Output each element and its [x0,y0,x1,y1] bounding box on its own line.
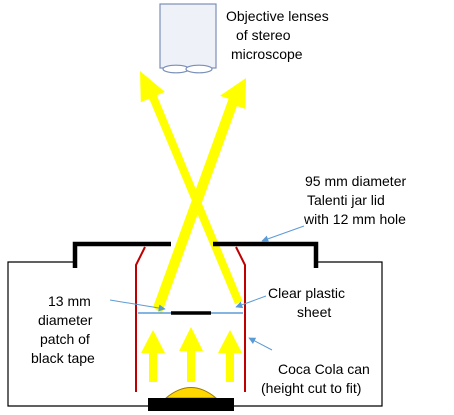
jar-lid-left [72,241,171,268]
ray-left-to-right-arrow [153,78,246,314]
can-right-wall [235,246,246,392]
can-pointer [248,337,273,351]
light-source-base [148,398,234,411]
jar-lid-right [213,241,319,268]
tape-label: 13 mm diameter patch of black tape [31,293,96,366]
right-lens [185,64,213,74]
lid-pointer [261,225,305,243]
crossing-light-rays [140,71,246,314]
objective-body [159,3,217,69]
sheet-label: Clear plastic sheet [268,285,349,320]
objective-label: Objective lenses of stereo microscope [226,8,333,62]
light-source-bulb [164,387,218,399]
left-lens [162,64,190,74]
tape-pointer [109,299,166,312]
up-arrow-left [141,330,165,382]
can-label: Coca Cola can (height cut to fit) [261,361,374,396]
up-arrow-right [218,330,242,382]
can-left-wall [135,246,146,392]
sheet-pointer [235,295,267,309]
lid-label: 95 mm diameter Talenti jar lid with 12 m… [303,173,410,227]
up-arrow-center [179,327,203,382]
upward-light-arrows [141,327,242,382]
